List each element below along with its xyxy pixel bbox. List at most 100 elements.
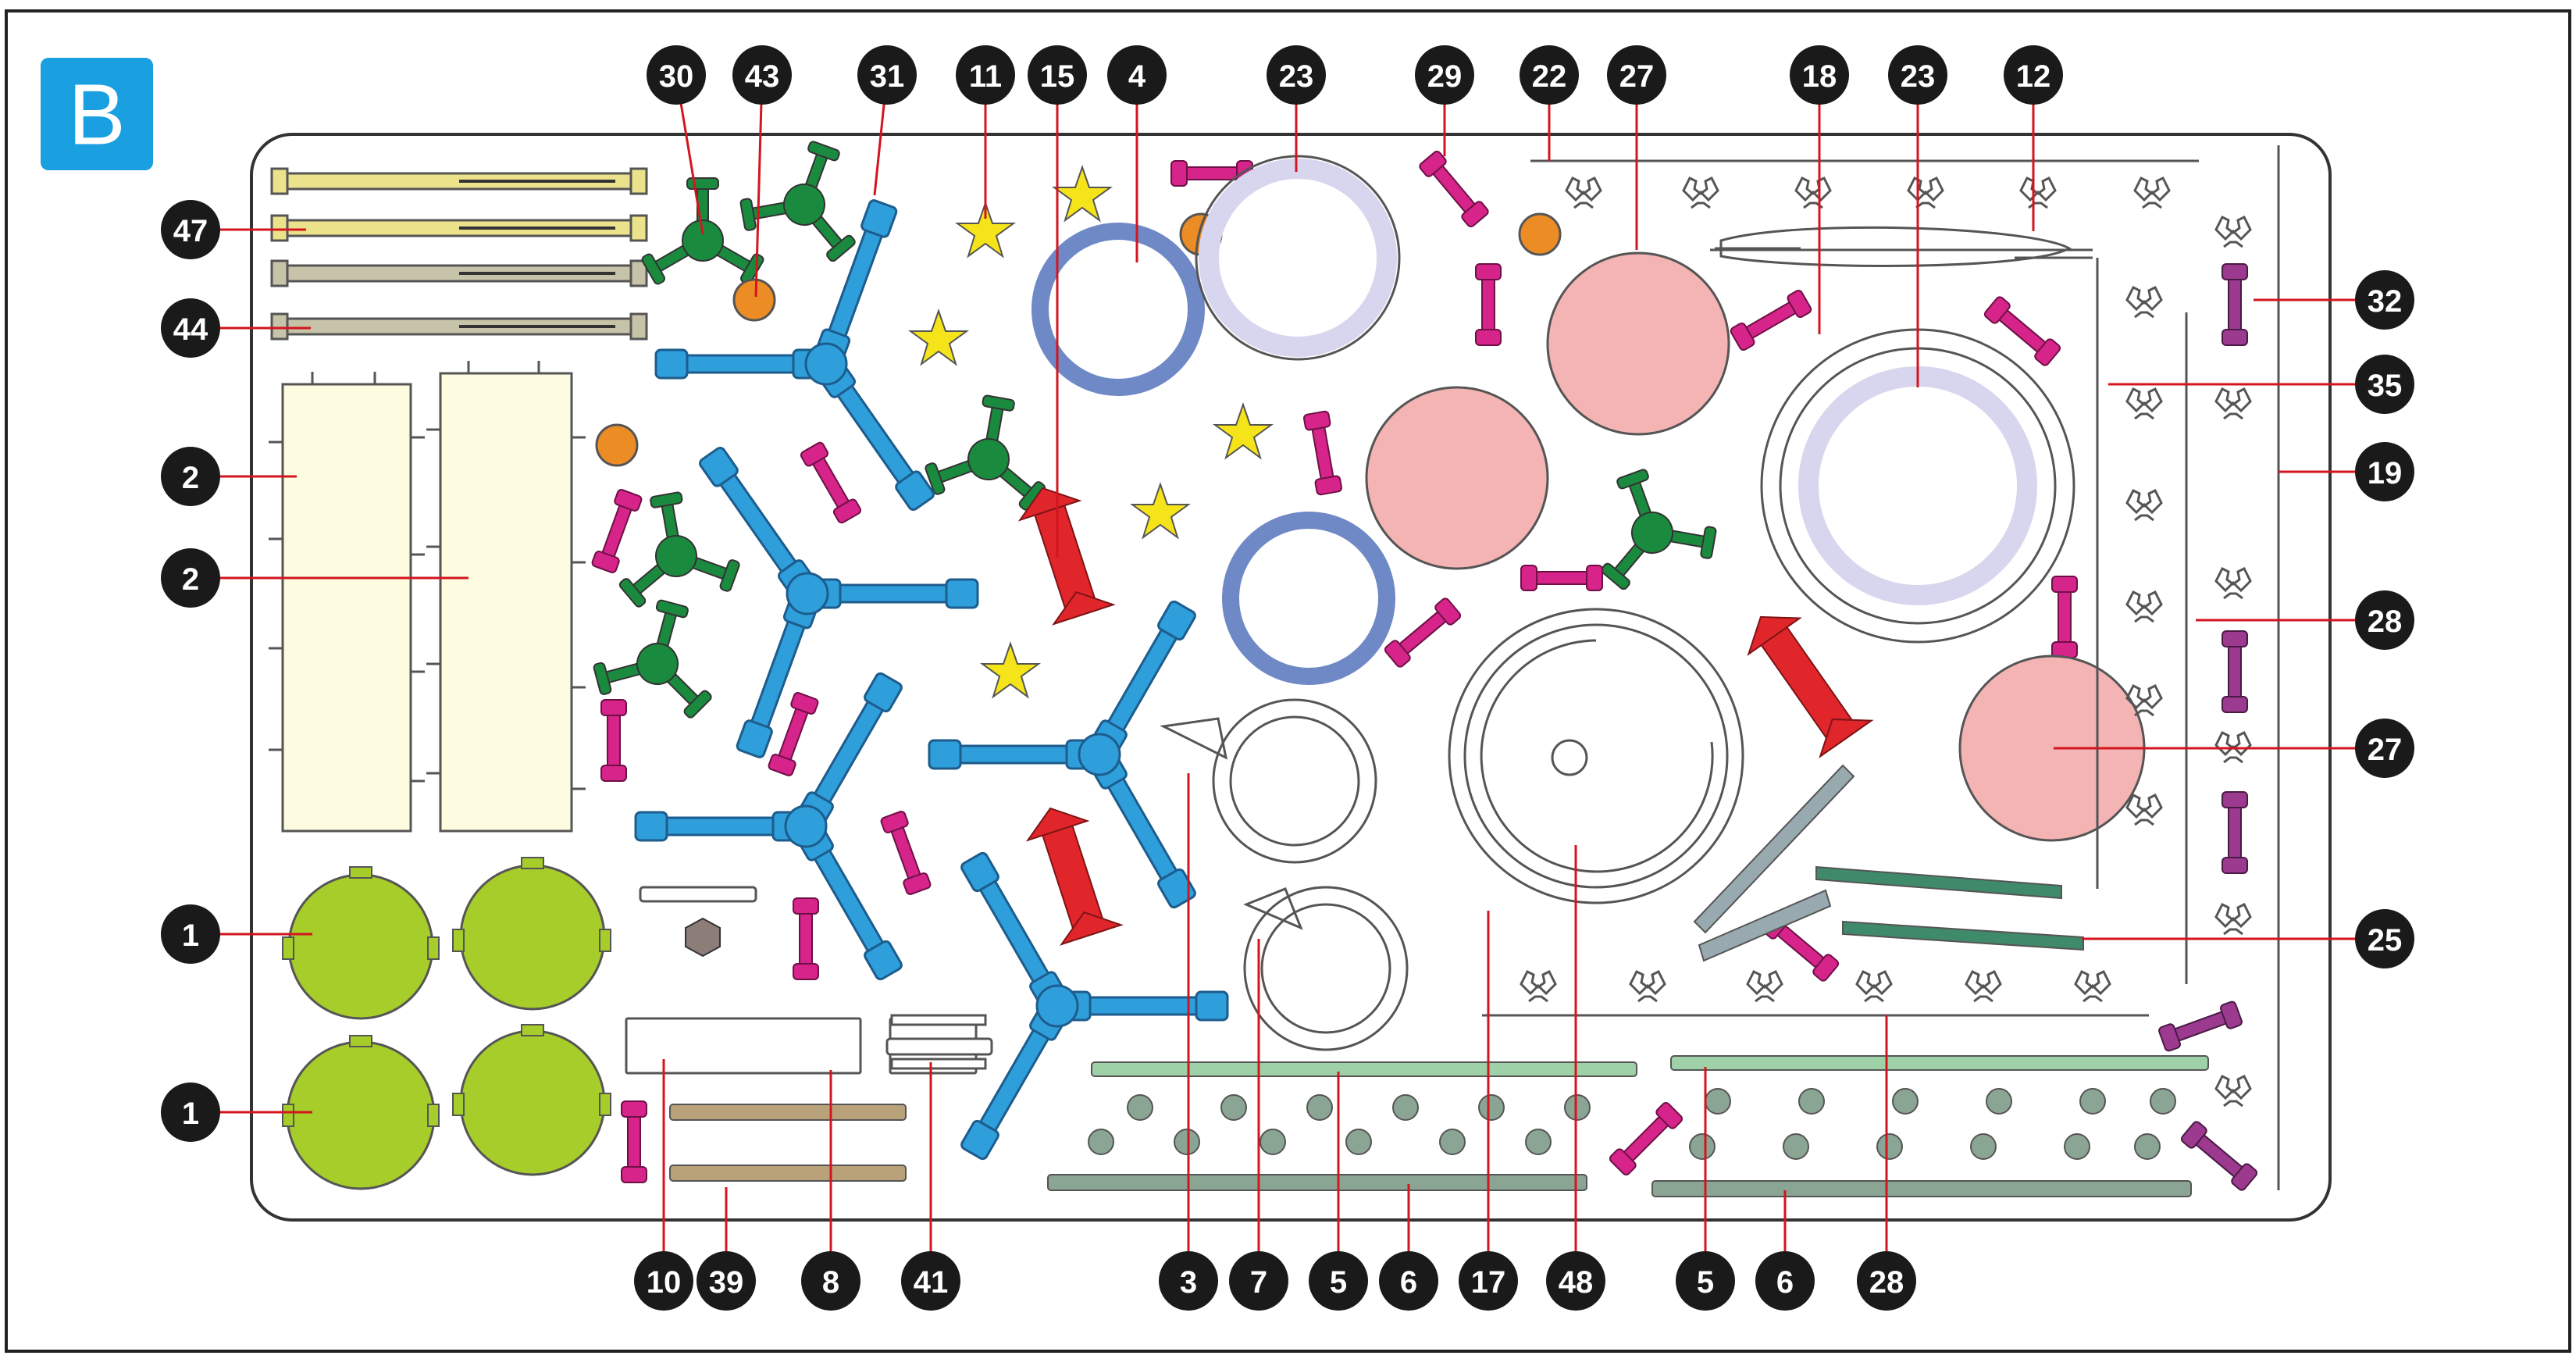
callout-number: 28 [1869, 1265, 1904, 1300]
hex-nut-part [685, 917, 721, 958]
callout-c28b: 28 [1857, 1251, 1916, 1311]
callout-badge [161, 904, 220, 964]
callout-c1a: 1 [161, 904, 220, 964]
callout-number: 23 [1279, 59, 1314, 94]
callout-badge [1459, 1251, 1518, 1311]
callout-badge [1159, 1251, 1218, 1311]
callout-badge [2355, 442, 2414, 501]
callout-number: 6 [1776, 1265, 1794, 1300]
callout-number: 30 [659, 59, 694, 94]
callout-c27b: 27 [2355, 719, 2414, 778]
callout-badge [1415, 45, 1474, 105]
callout-badge [647, 45, 706, 105]
callout-badge [1028, 45, 1087, 105]
callout-number: 2 [182, 562, 199, 597]
callout-number: 2 [182, 461, 199, 495]
callout-number: 41 [914, 1265, 949, 1300]
callout-badge [801, 1251, 860, 1311]
key-part-12 [1715, 226, 2072, 267]
callout-c1b: 1 [161, 1083, 220, 1142]
callout-badge [161, 447, 220, 506]
callout-c2a: 2 [161, 447, 220, 506]
callout-number: 18 [1802, 59, 1837, 94]
callout-badge [2355, 909, 2414, 968]
callout-c22: 22 [1520, 45, 1579, 105]
callout-number: 11 [969, 59, 1002, 94]
callout-c31: 31 [857, 45, 917, 105]
callout-c8: 8 [801, 1251, 860, 1311]
callout-badge [634, 1251, 693, 1311]
callout-badge [1790, 45, 1849, 105]
callout-c28a: 28 [2355, 590, 2414, 650]
callout-number: 3 [1180, 1265, 1197, 1300]
lime-disc-tabs [282, 857, 611, 1127]
lime-discs-1 [286, 864, 606, 1190]
white-rings-3-7 [1160, 698, 1409, 1051]
callout-number: 4 [1128, 59, 1146, 94]
red-parts-15 [1017, 487, 1874, 946]
callout-number: 22 [1532, 59, 1567, 94]
callout-c48: 48 [1546, 1251, 1605, 1311]
callout-badge [697, 1251, 756, 1311]
callout-number: 27 [2368, 733, 2403, 767]
callout-number: 12 [2016, 59, 2051, 94]
callout-c6a: 6 [1379, 1251, 1438, 1311]
callout-number: 5 [1330, 1265, 1347, 1300]
callout-c39: 39 [697, 1251, 756, 1311]
callout-c5a: 5 [1309, 1251, 1368, 1311]
tan-rods-39 [669, 1104, 907, 1182]
callout-badge [1607, 45, 1666, 105]
callout-c10: 10 [634, 1251, 693, 1311]
callout-c3: 3 [1159, 1251, 1218, 1311]
callout-number: 31 [870, 59, 905, 94]
rod-clips [1088, 1088, 2176, 1160]
callout-badge [956, 45, 1015, 105]
panel-badge: B [41, 58, 153, 170]
sprue-frames [1482, 145, 2280, 1190]
callout-c47: 47 [161, 200, 220, 259]
callout-c23a: 23 [1267, 45, 1326, 105]
panel-letter: B [68, 67, 125, 163]
callout-badge [1229, 1251, 1288, 1311]
callout-number: 47 [173, 214, 208, 248]
callout-c43: 43 [732, 45, 792, 105]
callout-c41: 41 [901, 1251, 960, 1311]
callout-number: 48 [1559, 1265, 1594, 1300]
callout-badge [1379, 1251, 1438, 1311]
callout-c32: 32 [2355, 270, 2414, 330]
callout-c12: 12 [2004, 45, 2063, 105]
large-ring-17-48 [1448, 608, 1744, 904]
callout-badge [161, 548, 220, 608]
callout-c6b: 6 [1755, 1251, 1815, 1311]
callout-number: 27 [1619, 59, 1655, 94]
callout-number: 25 [2368, 923, 2403, 958]
darksage-rods-6 [1047, 1174, 2192, 1197]
callout-number: 43 [745, 59, 780, 94]
callout-badge [901, 1251, 960, 1311]
callout-c2b: 2 [161, 548, 220, 608]
callout-badge [2355, 590, 2414, 650]
sage-rods-5 [1091, 1055, 2209, 1077]
cream-panels-2 [269, 361, 586, 833]
slate-rings-4 [1031, 223, 1395, 685]
callout-number: 6 [1400, 1265, 1417, 1300]
white-small-parts [625, 886, 993, 1075]
callout-c15: 15 [1028, 45, 1087, 105]
callout-badge [1546, 1251, 1605, 1311]
callout-number: 32 [2368, 284, 2403, 319]
callout-badge [2355, 355, 2414, 414]
callout-c19: 19 [2355, 442, 2414, 501]
callout-badge [2004, 45, 2063, 105]
callout-number: 10 [647, 1265, 682, 1300]
callout-c23b: 23 [1888, 45, 1947, 105]
callout-number: 8 [822, 1265, 839, 1300]
callout-badge [1857, 1251, 1916, 1311]
callout-number: 28 [2368, 605, 2403, 639]
outer-frame [5, 9, 2571, 1353]
callout-c18: 18 [1790, 45, 1849, 105]
callout-number: 7 [1250, 1265, 1267, 1300]
callout-badge [1267, 45, 1326, 105]
callout-badge [1676, 1251, 1735, 1311]
